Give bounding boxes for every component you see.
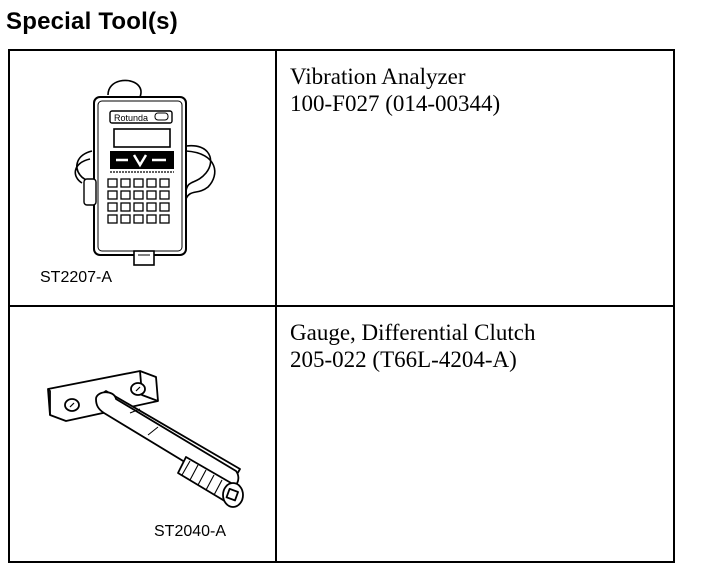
tool-description-cell: Vibration Analyzer 100-F027 (014-00344) (277, 51, 673, 305)
tool-image-cell: ST2040-A (10, 307, 277, 561)
tool-row-vibration-analyzer: Rotunda (10, 51, 673, 307)
special-tools-table: Rotunda (8, 49, 675, 563)
tool-description-cell: Gauge, Differential Clutch 205-022 (T66L… (277, 307, 673, 561)
tool-name: Gauge, Differential Clutch (290, 320, 536, 345)
brand-label: Rotunda (114, 113, 148, 123)
tool-part-number: 205-022 (T66L-4204-A) (290, 347, 517, 372)
tool-name: Vibration Analyzer (290, 64, 466, 89)
differential-clutch-gauge-illustration (47, 370, 244, 508)
tool-image-cell: Rotunda (10, 51, 277, 305)
figure-label: ST2040-A (154, 523, 227, 540)
tool-part-number: 100-F027 (014-00344) (290, 91, 501, 116)
tool-row-differential-clutch-gauge: ST2040-A Gauge, Differential Clutch 205-… (10, 307, 673, 561)
vibration-analyzer-illustration: Rotunda (74, 79, 216, 266)
figure-label: ST2207-A (40, 269, 113, 286)
page-heading: Special Tool(s) (6, 8, 178, 35)
